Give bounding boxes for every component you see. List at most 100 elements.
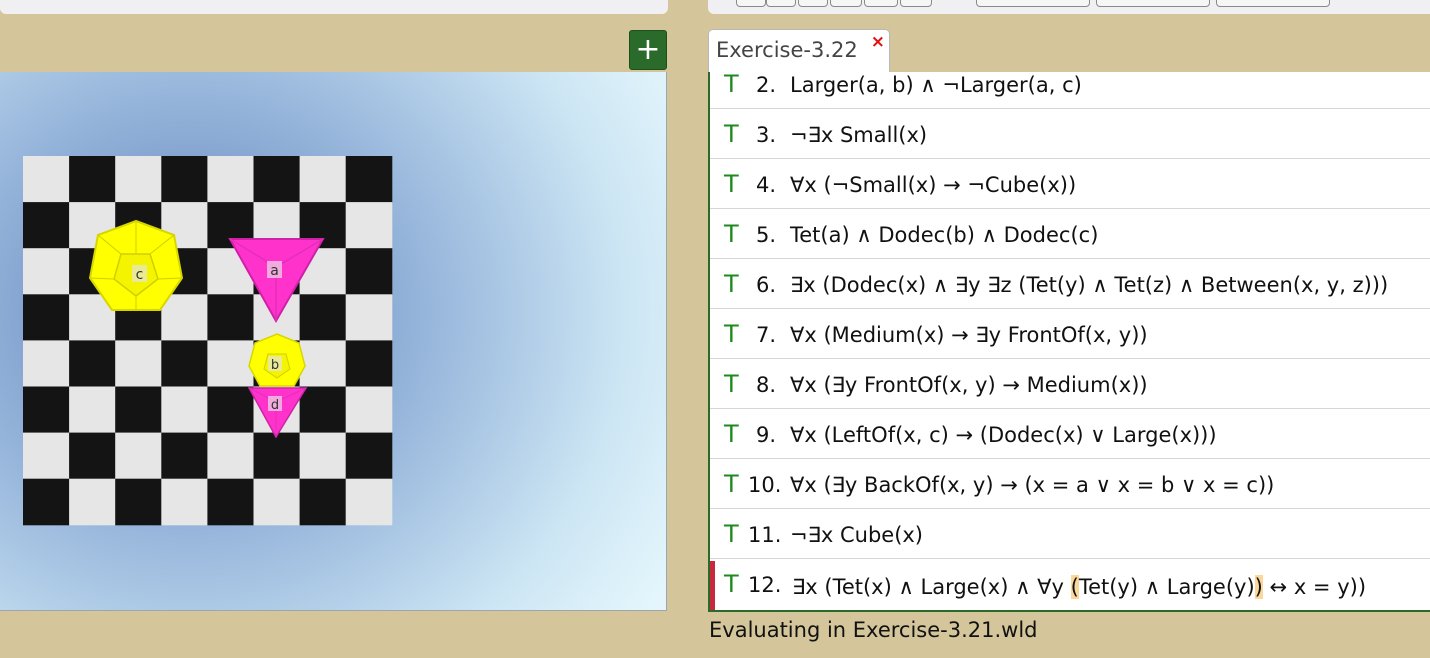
sentence-row[interactable]: T 10. ∀x (∃y BackOf(x, y) → (x = a ∨ x =… <box>710 459 1430 509</box>
formula-part: Tet(y) ∧ Large(y) <box>1078 575 1255 599</box>
truth-value: T <box>724 370 739 398</box>
board-square <box>345 156 393 203</box>
board-square <box>161 340 208 387</box>
board-square <box>161 478 208 526</box>
object-label-b: b <box>271 358 279 373</box>
sentence-number: 9. <box>756 423 777 447</box>
sentence-row[interactable]: T 6. ∃x (Dodec(x) ∧ ∃y ∃z (Tet(y) ∧ Tet(… <box>710 259 1430 309</box>
truth-value: T <box>724 570 739 598</box>
sentence-number: 8. <box>756 373 777 397</box>
sentence-number: 10. <box>748 473 782 497</box>
sentence-formula[interactable]: ∀x (∃y BackOf(x, y) → (x = a ∨ x = b ∨ x… <box>790 473 1275 497</box>
sentence-row[interactable]: T 4. ∀x (¬Small(x) → ¬Cube(x)) <box>710 159 1430 209</box>
sentence-formula[interactable]: Tet(a) ∧ Dodec(b) ∧ Dodec(c) <box>790 223 1099 247</box>
status-text: Evaluating in Exercise-3.21.wld <box>709 618 1038 642</box>
toolbar-button[interactable] <box>864 0 898 7</box>
board-square <box>345 432 393 480</box>
tab-exercise[interactable]: Exercise-3.22 × <box>708 29 890 72</box>
object-c-dodecahedron[interactable]: c <box>88 219 184 311</box>
board-square <box>345 386 393 434</box>
sentence-list[interactable]: T 2. Larger(a, b) ∧ ¬Larger(a, c) T 3. ¬… <box>708 72 1430 612</box>
sentence-formula[interactable]: ∃x (Dodec(x) ∧ ∃y ∃z (Tet(y) ∧ Tet(z) ∧ … <box>790 273 1389 297</box>
board-square <box>207 294 254 341</box>
truth-value: T <box>724 520 739 548</box>
toolbar-button[interactable] <box>830 0 862 7</box>
sentence-row[interactable]: T 2. Larger(a, b) ∧ ¬Larger(a, c) <box>710 72 1430 109</box>
board-square <box>23 156 70 203</box>
board-square <box>207 340 254 387</box>
board-square <box>345 248 393 295</box>
toolbar-button[interactable] <box>766 0 796 7</box>
board-square <box>207 432 254 480</box>
toolbar-button[interactable] <box>736 0 766 7</box>
board-square <box>345 294 393 341</box>
toolbar-button[interactable] <box>900 0 932 7</box>
sentence-formula[interactable]: ¬∃x Cube(x) <box>790 523 924 547</box>
toolbar-button[interactable] <box>1096 0 1210 7</box>
object-label-c: c <box>136 267 144 283</box>
board-square <box>345 478 393 526</box>
sentence-number: 2. <box>756 73 777 97</box>
sentence-row[interactable]: T 9. ∀x (LeftOf(x, c) → (Dodec(x) ∨ Larg… <box>710 409 1430 459</box>
board-square <box>115 156 162 203</box>
top-right-toolbar <box>708 0 1430 14</box>
toolbar-button[interactable] <box>798 0 828 7</box>
object-label-d: d <box>271 398 279 413</box>
paren-highlight-close: ) <box>1254 575 1263 599</box>
board-square <box>345 340 393 387</box>
sentence-formula[interactable]: Larger(a, b) ∧ ¬Larger(a, c) <box>790 73 1082 97</box>
board-square <box>115 386 162 434</box>
sentence-row[interactable]: T 3. ¬∃x Small(x) <box>710 109 1430 159</box>
sentence-row[interactable]: T 7. ∀x (Medium(x) → ∃y FrontOf(x, y)) <box>710 309 1430 359</box>
board-square <box>69 478 116 526</box>
sentence-number: 11. <box>748 523 782 547</box>
truth-value: T <box>724 72 739 98</box>
truth-value: T <box>724 470 739 498</box>
board-square <box>23 432 70 480</box>
sentence-row[interactable]: T 11. ¬∃x Cube(x) <box>710 509 1430 559</box>
sentence-number: 12. <box>748 573 782 597</box>
sentence-row[interactable]: T 8. ∀x (∃y FrontOf(x, y) → Medium(x)) <box>710 359 1430 409</box>
world-view[interactable]: c a b d <box>0 72 667 611</box>
board-square <box>161 156 208 203</box>
board-square <box>23 294 70 341</box>
toolbar-button[interactable] <box>1216 0 1330 7</box>
board-square <box>253 432 301 480</box>
sentence-formula[interactable]: ¬∃x Small(x) <box>790 123 928 147</box>
sentence-row[interactable]: T 5. Tet(a) ∧ Dodec(b) ∧ Dodec(c) <box>710 209 1430 259</box>
board-square <box>253 156 301 203</box>
sentence-number: 4. <box>756 173 777 197</box>
formula-part: ↔ x = y)) <box>1262 575 1367 599</box>
board-square <box>161 386 208 434</box>
sentence-formula[interactable]: ∀x (LeftOf(x, c) → (Dodec(x) ∨ Large(x))… <box>790 423 1217 447</box>
truth-value: T <box>724 270 739 298</box>
truth-value: T <box>724 120 739 148</box>
sentence-formula[interactable]: ∀x (¬Small(x) → ¬Cube(x)) <box>790 173 1077 197</box>
object-d-tetrahedron[interactable]: d <box>247 387 308 439</box>
board-square <box>23 248 70 295</box>
close-icon[interactable]: × <box>870 32 885 52</box>
object-a-tetrahedron[interactable]: a <box>228 238 325 324</box>
board-square <box>299 156 347 203</box>
world-board-svg: c a b d <box>23 156 393 526</box>
board-square <box>69 340 116 387</box>
board-square <box>23 386 70 434</box>
board-square <box>115 340 162 387</box>
object-b-dodecahedron[interactable]: b <box>248 333 306 387</box>
sentence-formula[interactable]: ∀x (∃y FrontOf(x, y) → Medium(x)) <box>790 373 1148 397</box>
sentence-formula[interactable]: ∀x (Medium(x) → ∃y FrontOf(x, y)) <box>790 323 1148 347</box>
board-square <box>115 478 162 526</box>
truth-value: T <box>724 320 739 348</box>
board-square <box>23 340 70 387</box>
sentence-formula[interactable]: ∃x (Tet(x) ∧ Large(x) ∧ ∀y (Tet(y) ∧ Lar… <box>792 575 1366 599</box>
sentence-row-selected[interactable]: T 12. ∃x (Tet(x) ∧ Large(x) ∧ ∀y (Tet(y)… <box>710 561 1430 610</box>
paren-highlight-open: ( <box>1070 575 1079 599</box>
toolbar-button[interactable] <box>976 0 1090 7</box>
board-square <box>161 432 208 480</box>
chess-board <box>23 156 393 526</box>
board-square <box>299 294 347 341</box>
truth-value: T <box>724 420 739 448</box>
object-label-a: a <box>270 263 279 279</box>
add-button[interactable]: + <box>629 30 667 70</box>
sentence-number: 5. <box>756 223 777 247</box>
